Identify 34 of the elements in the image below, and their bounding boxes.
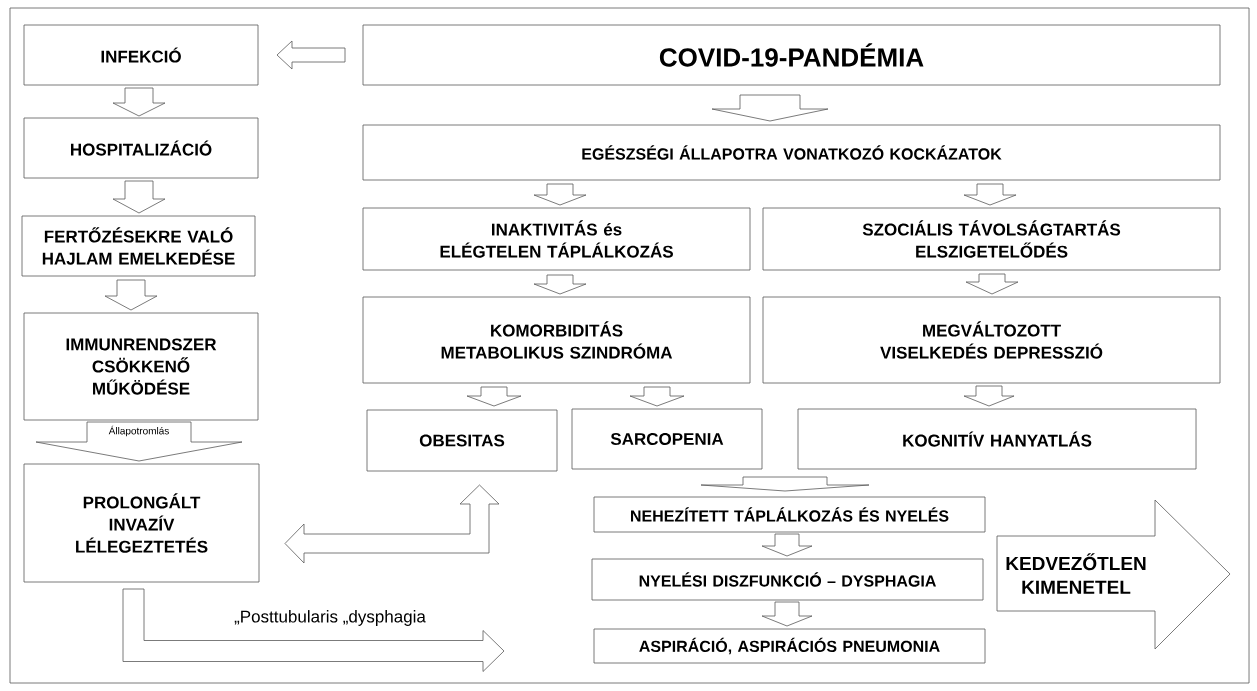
process-box: OBESITAS — [366, 409, 558, 472]
process-box: KOMORBIDITÁS METABOLIKUS SZINDRÓMA — [362, 296, 751, 384]
block-arrow — [963, 385, 1015, 407]
block-arrow — [112, 87, 166, 117]
process-box: KOGNITÍV HANYATLÁS — [797, 408, 1197, 470]
process-box: HOSPITALIZÁCIÓ — [23, 117, 259, 179]
process-box: SZOCIÁLIS TÁVOLSÁGTARTÁS ELSZIGETELŐDÉS — [762, 207, 1221, 271]
block-arrow — [284, 484, 500, 564]
process-box: SARCOPENIA — [571, 408, 763, 470]
process-box: INFEKCIÓ — [23, 24, 259, 86]
block-arrow — [963, 183, 1017, 206]
block-arrow — [466, 386, 522, 407]
block-arrow — [761, 533, 813, 557]
block-arrow — [965, 273, 1019, 295]
block-arrow — [700, 476, 870, 492]
process-box: ASPIRÁCIÓ, ASPIRÁCIÓS PNEUMONIA — [593, 628, 986, 664]
process-box: COVID-19-PANDÉMIA — [362, 24, 1221, 86]
process-box: FERTŐZÉSEKRE VALÓ HAJLAM EMELKEDÉSE — [21, 215, 256, 277]
block-arrow — [533, 274, 587, 295]
process-box: EGÉSZSÉGI ÁLLAPOTRA VONATKOZÓ KOCKÁZATOK — [362, 124, 1221, 181]
process-box: MEGVÁLTOZOTT VISELKEDÉS DEPRESSZIÓ — [762, 296, 1221, 384]
block-arrow — [629, 386, 685, 407]
block-arrow — [122, 588, 505, 672]
process-box: NEHEZÍTETT TÁPLÁLKOZÁS ÉS NYELÉS — [593, 496, 986, 533]
block-arrow — [761, 601, 813, 627]
block-arrow — [104, 279, 158, 311]
process-box: NYELÉSI DISZFUNKCIÓ – DYSPHAGIA — [591, 558, 984, 601]
block-arrow — [533, 183, 587, 206]
edge-label: „Posttubularis „dysphagia — [233, 609, 427, 627]
process-box: INAKTIVITÁS és ELÉGTELEN TÁPLÁLKOZÁS — [362, 207, 751, 271]
process-box: PROLONGÁLT INVAZÍV LÉLEGEZTETÉS — [23, 463, 260, 583]
block-arrow — [276, 40, 346, 70]
process-box: IMMUNRENDSZER CSÖKKENŐ MŰKÖDÉSE — [23, 312, 259, 421]
block-arrow — [112, 180, 166, 214]
